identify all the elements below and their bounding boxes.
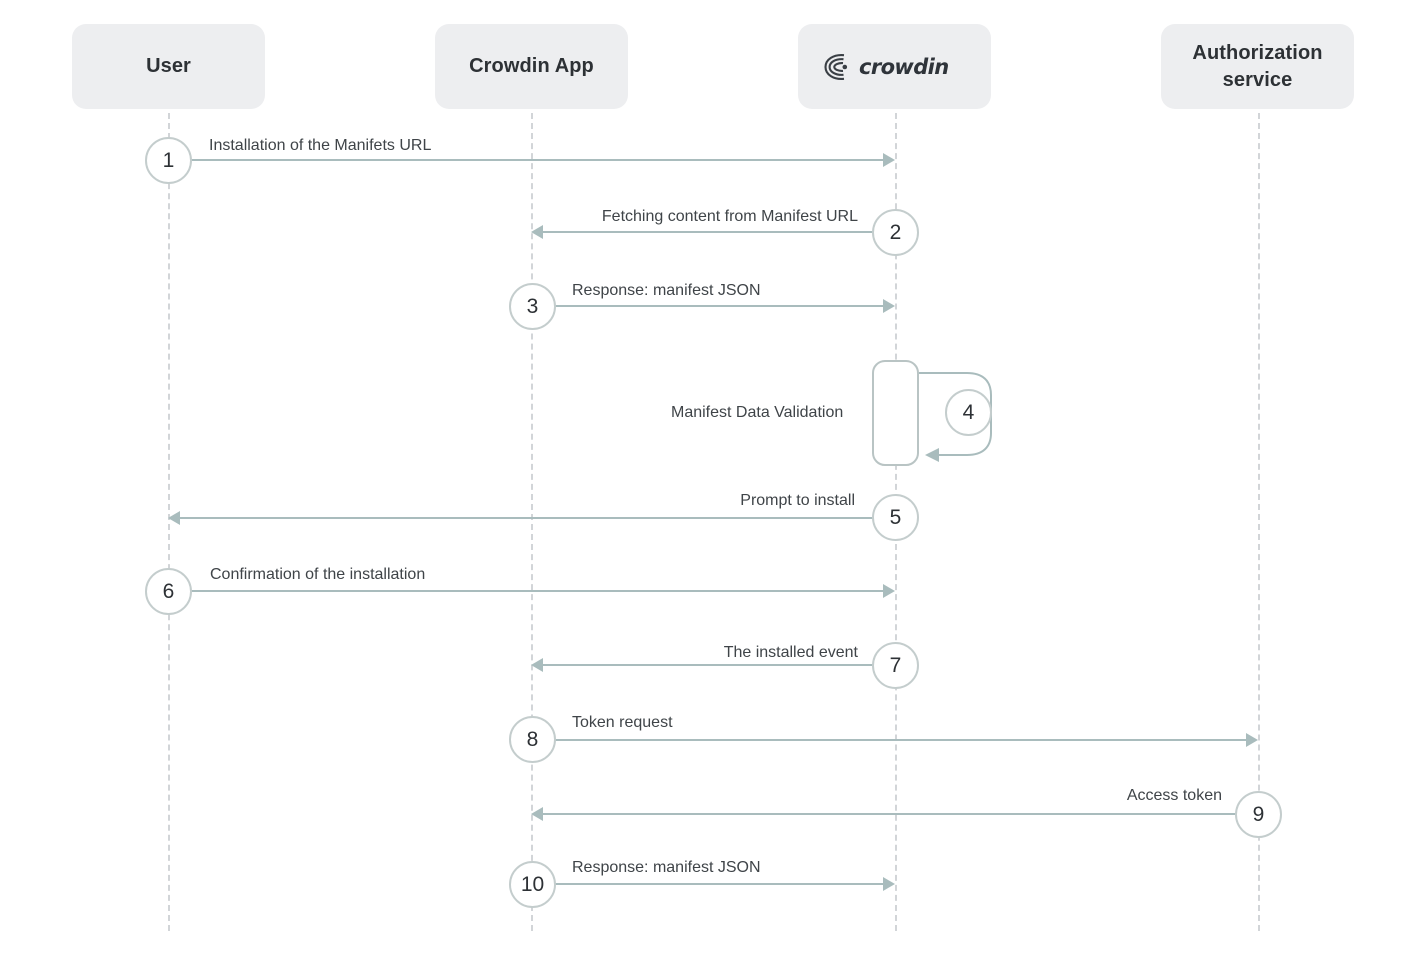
participant-crowdin[interactable]: crowdin bbox=[798, 24, 991, 109]
message-label-5: Prompt to install bbox=[740, 492, 855, 509]
message-arrowhead-3 bbox=[883, 299, 895, 313]
message-label-2: Fetching content from Manifest URL bbox=[601, 208, 858, 225]
message-badge-6[interactable]: 6 bbox=[145, 568, 192, 615]
message-arrowhead-9 bbox=[531, 807, 543, 821]
message-line-5 bbox=[180, 517, 895, 519]
message-arrowhead-5 bbox=[168, 511, 180, 525]
participant-label-line2: service bbox=[1222, 68, 1293, 91]
message-line-7 bbox=[543, 664, 895, 666]
crowdin-logo-icon: crowdin bbox=[821, 51, 969, 83]
message-line-6 bbox=[168, 590, 883, 592]
message-label-6: Confirmation of the installation bbox=[210, 566, 426, 583]
message-label-10: Response: manifest JSON bbox=[572, 859, 761, 876]
message-arrowhead-7 bbox=[531, 658, 543, 672]
message-line-1 bbox=[168, 159, 883, 161]
message-arrowhead-6 bbox=[883, 584, 895, 598]
message-arrowhead-1 bbox=[883, 153, 895, 167]
message-line-8 bbox=[531, 739, 1246, 741]
message-label-7: The installed event bbox=[723, 644, 858, 661]
message-badge-7[interactable]: 7 bbox=[872, 642, 919, 689]
participant-label-authorization-service: Authorization service bbox=[1182, 40, 1332, 94]
message-badge-8[interactable]: 8 bbox=[509, 716, 556, 763]
message-line-3 bbox=[531, 305, 883, 307]
message-badge-1[interactable]: 1 bbox=[145, 137, 192, 184]
message-arrowhead-10 bbox=[883, 877, 895, 891]
message-label-4: Manifest Data Validation bbox=[671, 404, 844, 421]
svg-text:crowdin: crowdin bbox=[859, 55, 949, 79]
message-label-1: Installation of the Manifets URL bbox=[209, 137, 432, 154]
message-label-3: Response: manifest JSON bbox=[572, 282, 761, 299]
participant-authorization-service[interactable]: Authorization service bbox=[1161, 24, 1354, 109]
participant-label-user: User bbox=[146, 55, 191, 77]
message-badge-2[interactable]: 2 bbox=[872, 209, 919, 256]
participant-crowdin-app[interactable]: Crowdin App bbox=[435, 24, 628, 109]
message-line-10 bbox=[531, 883, 883, 885]
message-badge-9[interactable]: 9 bbox=[1235, 791, 1282, 838]
message-label-8: Token request bbox=[572, 714, 673, 731]
lifeline-crowdin-app bbox=[531, 113, 533, 931]
message-badge-10[interactable]: 10 bbox=[509, 861, 556, 908]
lifeline-authorization-service bbox=[1258, 113, 1260, 931]
message-label-9: Access token bbox=[1126, 787, 1222, 804]
message-arrowhead-8 bbox=[1246, 733, 1258, 747]
message-badge-3[interactable]: 3 bbox=[509, 283, 556, 330]
message-line-2 bbox=[543, 231, 895, 233]
participant-label-crowdin-app: Crowdin App bbox=[469, 55, 594, 77]
activation-box-manifest-validation bbox=[872, 360, 919, 466]
message-badge-5[interactable]: 5 bbox=[872, 494, 919, 541]
participant-label-line1: Authorization bbox=[1192, 41, 1323, 64]
message-line-9 bbox=[543, 813, 1258, 815]
participant-user[interactable]: User bbox=[72, 24, 265, 109]
message-arrowhead-2 bbox=[531, 225, 543, 239]
message-badge-4[interactable]: 4 bbox=[945, 389, 992, 436]
